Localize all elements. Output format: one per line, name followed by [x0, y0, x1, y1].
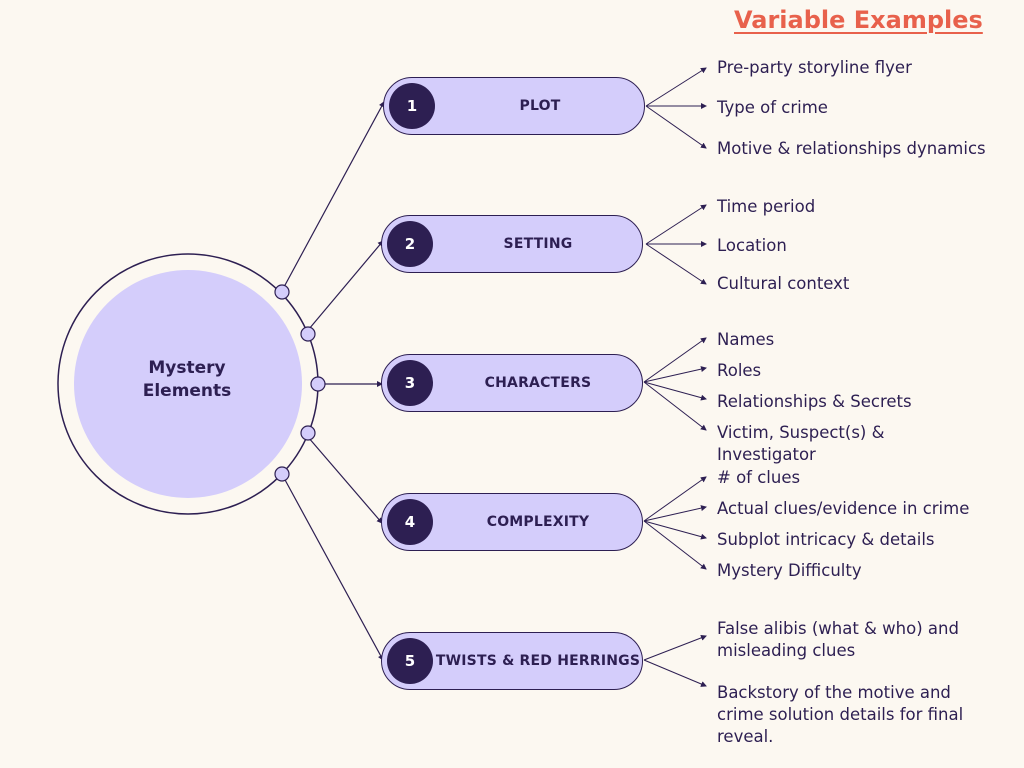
fan-arrow	[643, 337, 707, 383]
pill-label: SETTING	[503, 235, 573, 252]
node-complexity	[300, 425, 316, 441]
variable-examples-heading: Variable Examples	[734, 6, 983, 34]
example-item: Mystery Difficulty	[717, 561, 862, 580]
connector-twists	[283, 477, 384, 661]
example-item: Relationships & Secrets	[717, 392, 912, 411]
node-setting	[300, 326, 316, 342]
center-label-line2: Elements	[142, 381, 232, 401]
fan-arrow	[643, 476, 707, 522]
node-characters	[310, 376, 326, 392]
example-item: Names	[717, 330, 775, 349]
example-item: Motive & relationships dynamics	[717, 139, 986, 158]
fan-arrow	[643, 520, 707, 540]
example-item: Location	[717, 236, 787, 255]
connector-setting	[308, 240, 384, 330]
example-item: Roles	[717, 361, 762, 380]
pill-setting: 2 SETTING	[381, 215, 643, 273]
example-item: Investigator	[717, 445, 816, 464]
pill-complexity: 4 COMPLEXITY	[381, 493, 643, 551]
fan-arrow	[645, 243, 707, 285]
example-item: reveal.	[717, 727, 774, 746]
example-item: False alibis (what & who) and	[717, 619, 959, 638]
center-label-line1: Mystery	[148, 358, 226, 378]
example-item: crime solution details for final	[717, 705, 964, 724]
pill-twists: 5 TWISTS & RED HERRINGS	[381, 632, 643, 690]
example-item: Cultural context	[717, 274, 850, 293]
fan-arrow	[643, 505, 707, 522]
connector-plot	[283, 101, 385, 288]
number-badge: 2	[387, 221, 433, 267]
example-item: Actual clues/evidence in crime	[717, 499, 970, 518]
pill-label: PLOT	[519, 97, 561, 114]
number-badge: 1	[389, 83, 435, 129]
fan-arrow	[645, 67, 707, 107]
number-badge: 5	[387, 638, 433, 684]
example-item: Type of crime	[717, 98, 828, 117]
example-item: Victim, Suspect(s) &	[717, 423, 885, 442]
number-badge: 4	[387, 499, 433, 545]
example-item: Time period	[717, 197, 816, 216]
fan-arrow	[645, 105, 707, 149]
number-badge: 3	[387, 360, 433, 406]
connector-complexity	[307, 436, 383, 524]
center-label: Mystery Elements	[94, 357, 280, 403]
example-item: misleading clues	[717, 641, 856, 660]
fan-arrow	[643, 381, 707, 401]
pill-label: TWISTS & RED HERRINGS	[435, 652, 641, 669]
pill-label: CHARACTERS	[484, 374, 592, 391]
fan-arrow	[643, 366, 707, 383]
example-item: # of clues	[717, 468, 801, 487]
fan-arrow	[643, 520, 707, 570]
example-item: Backstory of the motive and	[717, 683, 951, 702]
pill-plot: 1 PLOT	[383, 77, 645, 135]
example-item: Subplot intricacy & details	[717, 530, 935, 549]
fan-arrow	[643, 659, 707, 687]
pill-label: COMPLEXITY	[486, 513, 590, 530]
fan-arrow	[643, 381, 707, 431]
fan-arrow	[645, 204, 707, 245]
center-inner-circle	[74, 270, 302, 498]
node-twists	[274, 466, 290, 482]
example-item: Pre-party storyline flyer	[717, 58, 912, 77]
node-plot	[274, 284, 290, 300]
pill-characters: 3 CHARACTERS	[381, 354, 643, 412]
fan-arrow	[643, 635, 707, 661]
